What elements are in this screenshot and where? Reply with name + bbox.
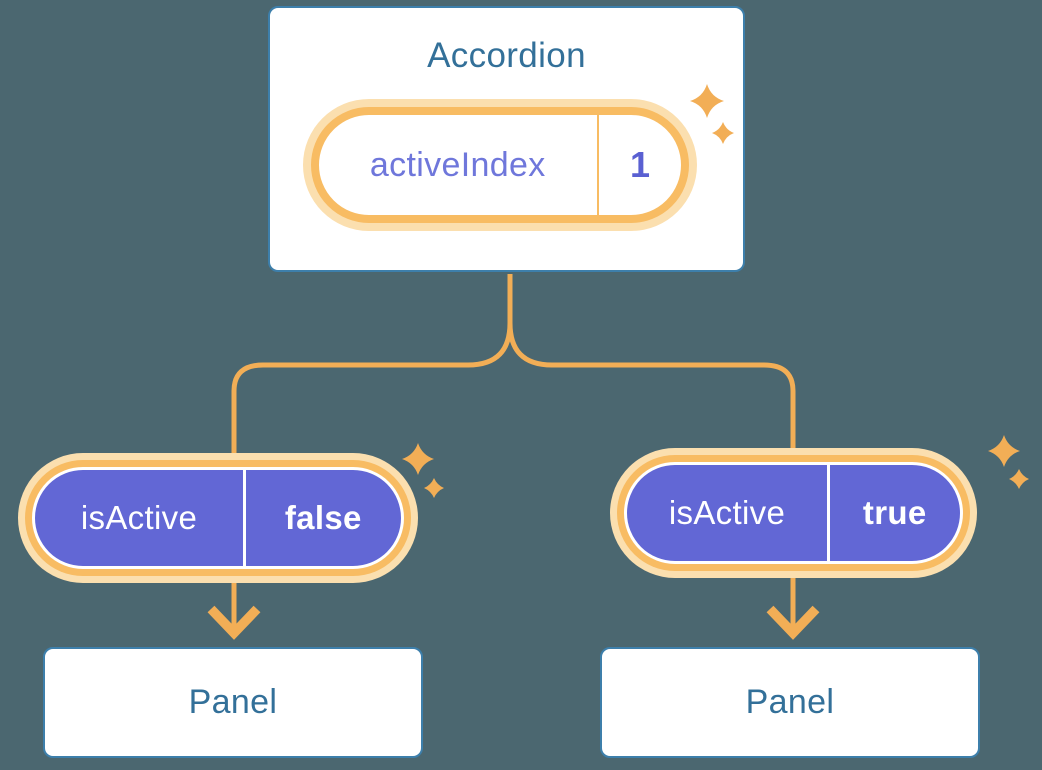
prop-pill-right-ring: isActive true (617, 455, 970, 571)
connector-right-branch (507, 274, 796, 630)
state-name-label: activeIndex (369, 145, 546, 184)
state-pill-activeindex: activeIndex 1 (303, 99, 697, 231)
prop-pill-right: isActive true (610, 448, 977, 578)
prop-pill-left: isActive false (18, 453, 418, 583)
prop-pill-right-body: isActive true (624, 462, 963, 564)
panel-node-right: Panel (600, 647, 980, 758)
prop-name-label: isActive (80, 499, 198, 536)
prop-value-label: true (862, 494, 927, 531)
accordion-title: Accordion (427, 36, 586, 75)
panel-node-left: Panel (43, 647, 423, 758)
state-pill-body: activeIndex 1 (311, 107, 689, 223)
prop-pill-left-ring: isActive false (25, 460, 411, 576)
sparkle-icon (988, 435, 1029, 489)
sparkle-icon (402, 443, 444, 498)
arrowhead-left-icon (207, 605, 261, 640)
connector-left-branch (231, 274, 513, 630)
prop-value-label: false (284, 499, 362, 536)
pill-divider (827, 465, 830, 561)
panel-title: Panel (188, 683, 278, 721)
arrowhead-right-icon (766, 605, 820, 640)
pill-divider (596, 115, 599, 215)
prop-pill-left-body: isActive false (32, 467, 404, 569)
prop-name-label: isActive (668, 494, 786, 531)
pill-divider (243, 470, 246, 566)
panel-title: Panel (745, 683, 835, 721)
sparkle-icon (690, 84, 734, 144)
state-value-label: 1 (629, 144, 651, 185)
